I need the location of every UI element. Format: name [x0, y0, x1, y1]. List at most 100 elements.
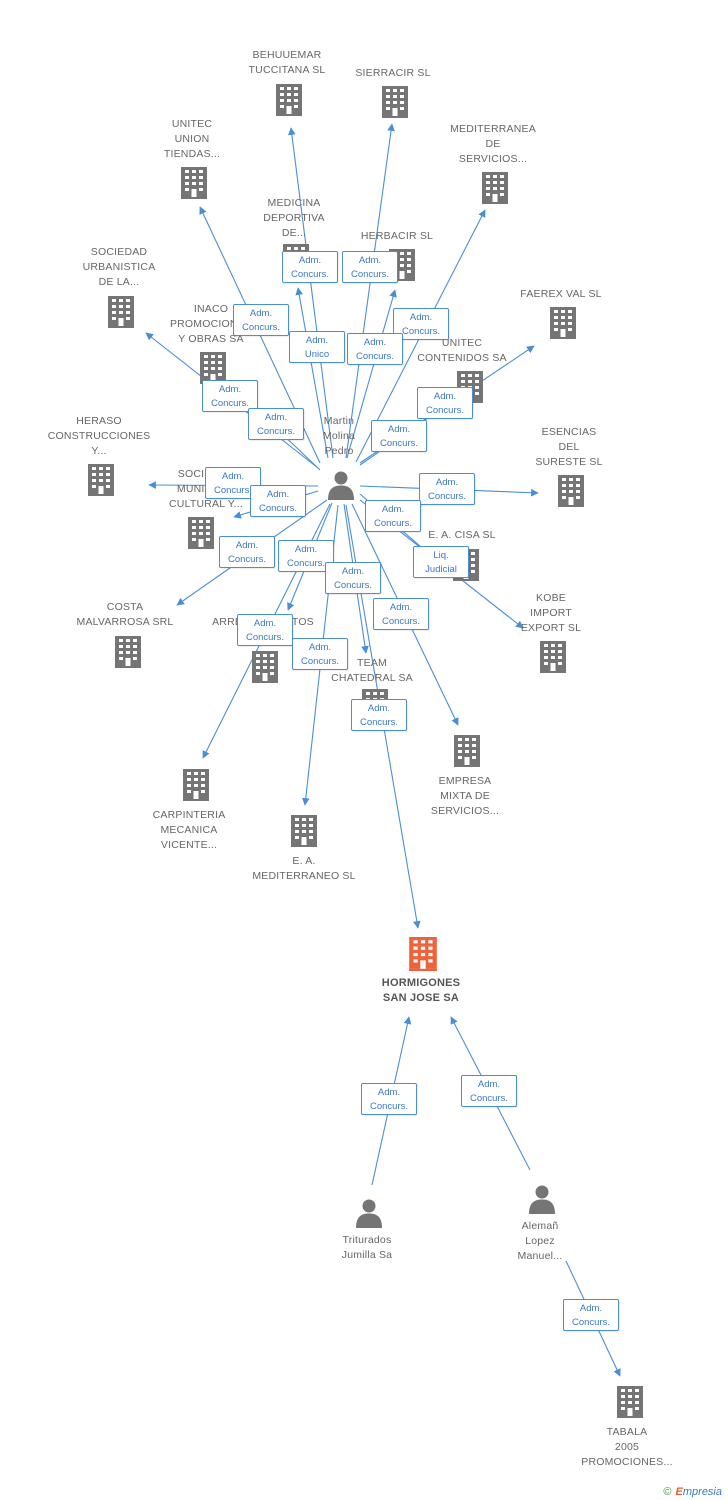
company-building-icon[interactable]: [289, 815, 319, 847]
company-building-icon[interactable]: [179, 167, 209, 199]
relation-label-line: Adm.: [298, 255, 322, 266]
node-label-kobe-import[interactable]: KOBE IMPORT EXPORT SL: [521, 591, 581, 636]
relation-label-martin-molina-to-arrendamientos[interactable]: Adm.Concurs.: [278, 540, 334, 572]
relation-label-line: Adm.: [266, 489, 290, 500]
relation-label-line: Adm.: [377, 1087, 401, 1098]
relation-label-martin-molina-to-ea-cisa[interactable]: Adm.Concurs.: [365, 500, 421, 532]
relation-label-martin-molina-to-kobe-import[interactable]: Liq.Judicial: [413, 546, 469, 578]
company-building-icon[interactable]: [556, 475, 586, 507]
relation-label-triturados-to-hormigones[interactable]: Adm.Concurs.: [361, 1083, 417, 1115]
relation-label-line: Adm.: [579, 1303, 603, 1314]
relation-label-martin-molina-to-unitec-union[interactable]: Adm.Concurs.: [233, 304, 289, 336]
node-label-line: IMPORT: [530, 607, 572, 619]
company-building-icon[interactable]: [113, 636, 143, 668]
relation-label-aleman-lopez-to-hormigones[interactable]: Adm.Concurs.: [461, 1075, 517, 1107]
node-label-line: SIERRACIR SL: [355, 67, 431, 79]
node-label-faerex-val[interactable]: FAEREX VAL SL: [520, 287, 601, 302]
node-label-line: MEDITERRANEA: [450, 123, 536, 135]
relation-label-line: Adm.: [305, 335, 329, 346]
relation-label-martin-molina-to-sociedad-urbanistica[interactable]: Adm.Concurs.: [202, 380, 258, 412]
relation-label-aleman-lopez-to-tabala[interactable]: Adm.Concurs.: [563, 1299, 619, 1331]
company-building-icon[interactable]: [86, 464, 116, 496]
relation-label-martin-molina-to-sociedad-municipal[interactable]: Adm. Concurs.: [250, 485, 306, 517]
relation-label-martin-molina-to-herbacir[interactable]: Adm.Concurs.: [347, 333, 403, 365]
relation-label-line: Concurs.: [381, 616, 420, 627]
node-label-line: DEL: [558, 441, 580, 453]
company-building-icon[interactable]: [538, 641, 568, 673]
relation-label-martin-molina-to-team-chatedral[interactable]: Adm.Concurs.: [325, 562, 381, 594]
relation-label-martin-molina-to-unitec-contenidos[interactable]: Adm.Concurs.: [371, 420, 427, 452]
relation-label-line: Concurs.: [258, 503, 297, 514]
relation-label-martin-molina-to-heraso[interactable]: Adm.Concurs.: [205, 467, 261, 499]
node-label-line: Manuel...: [517, 1250, 563, 1262]
node-label-herbacir[interactable]: HERBACIR SL: [361, 229, 433, 244]
node-label-line: HERASO: [76, 415, 122, 427]
relation-label-line: Concurs.: [350, 269, 389, 280]
company-building-icon[interactable]: [106, 296, 136, 328]
node-label-line: Martin: [323, 415, 355, 427]
node-label-sierracir[interactable]: SIERRACIR SL: [355, 66, 430, 81]
main-company-building-icon[interactable]: [407, 937, 439, 971]
person-icon[interactable]: [328, 471, 354, 501]
node-label-line: COSTA: [106, 601, 144, 613]
node-label-line: INACO: [193, 303, 229, 315]
relation-label-martin-molina-to-inaco[interactable]: Adm.Concurs.: [248, 408, 304, 440]
company-building-icon[interactable]: [452, 735, 482, 767]
relation-label-martin-molina-to-behuuemar[interactable]: Adm.Concurs.: [282, 251, 338, 283]
relation-label-line: Concurs.: [373, 518, 412, 529]
node-label-ea-mediterraneo[interactable]: E. A.MEDITERRANEO SL: [252, 854, 355, 884]
relation-label-martin-molina-to-faerex-val[interactable]: Adm.Concurs.: [417, 387, 473, 419]
node-label-line: TABALA: [606, 1426, 648, 1438]
relation-label-martin-molina-to-medicina-deportiva[interactable]: Adm.Unico: [289, 331, 345, 363]
relation-label-martin-molina-to-sierracir[interactable]: Adm.Concurs.: [342, 251, 398, 283]
node-label-line: DE...: [281, 227, 307, 239]
node-label-line: KOBE: [536, 592, 566, 604]
relation-label-martin-molina-to-ea-mediterraneo[interactable]: Adm. Concurs.: [292, 638, 348, 670]
node-label-line: PROMOCIONES...: [581, 1456, 673, 1468]
company-building-icon[interactable]: [480, 172, 510, 204]
company-building-icon[interactable]: [186, 517, 216, 549]
node-label-line: SERVICIOS...: [430, 805, 500, 817]
relation-label-line: Liq.: [433, 550, 449, 561]
node-label-line: BEHUUEMAR: [252, 49, 322, 61]
person-icon[interactable]: [529, 1185, 555, 1215]
relation-label-line: Adm.: [253, 618, 277, 629]
node-label-line: ESENCIAS: [541, 426, 597, 438]
company-building-icon[interactable]: [250, 651, 280, 683]
company-building-icon[interactable]: [181, 769, 211, 801]
company-building-icon[interactable]: [274, 84, 304, 116]
relation-label-martin-molina-to-costa-malvarrosa[interactable]: Adm.Concurs.: [219, 536, 275, 568]
relation-label-martin-molina-to-empresa-mixta[interactable]: Adm.Concurs.: [373, 598, 429, 630]
relation-label-line: Adm.: [308, 642, 332, 653]
relation-label-line: Concurs.: [300, 656, 339, 667]
node-label-line: Jumilla Sa: [341, 1249, 393, 1261]
company-building-icon[interactable]: [615, 1386, 645, 1418]
node-label-line: 2005: [614, 1441, 640, 1453]
node-label-line: EXPORT SL: [520, 622, 582, 634]
relation-label-martin-molina-to-carpinteria[interactable]: Adm.Concurs.: [237, 614, 293, 646]
company-building-icon[interactable]: [548, 307, 578, 339]
relation-label-martin-molina-to-esencias-sureste[interactable]: Adm.Concurs.: [419, 473, 475, 505]
person-icon[interactable]: [356, 1199, 382, 1229]
node-label-ea-cisa[interactable]: E. A. CISA SL: [428, 528, 495, 543]
relation-label-martin-molina-to-hormigones[interactable]: Adm.Concurs.: [351, 699, 407, 731]
company-building-icon[interactable]: [380, 86, 410, 118]
